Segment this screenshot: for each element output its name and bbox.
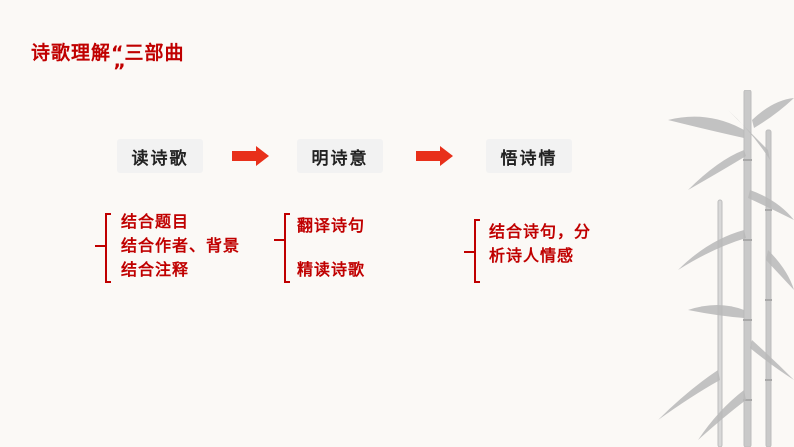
group-understand-meaning: 翻译诗句 精读诗歌 (297, 212, 365, 300)
step-feel-emotion: 悟诗情 (486, 139, 572, 173)
page-title-text: 诗歌理解“三部曲 (31, 42, 185, 64)
page-title-close-quote: ” (113, 60, 127, 82)
bamboo-painting-icon (658, 90, 794, 447)
arrow-right-icon (232, 146, 269, 166)
list-item: 结合诗句，分 (489, 222, 592, 241)
bracket-icon (464, 219, 480, 283)
bracket-icon (274, 213, 290, 283)
list-item: 结合题目 (121, 212, 190, 231)
page-title: 诗歌理解“三部曲 ” (31, 38, 185, 82)
list-item: 翻译诗句 (297, 216, 366, 235)
list-item: 精读诗歌 (297, 260, 366, 279)
list-item: 析诗人情感 (489, 246, 575, 265)
list-item: 结合作者、背景 (121, 236, 241, 255)
arrow-right-icon (416, 146, 453, 166)
step-read-poem: 读诗歌 (117, 139, 203, 173)
bracket-icon (95, 213, 111, 283)
step-understand-meaning: 明诗意 (297, 139, 383, 173)
group-feel-emotion: 结合诗句，分 析诗人情感 (489, 220, 591, 268)
list-item: 结合注释 (121, 260, 190, 279)
group-read-poem: 结合题目 结合作者、背景 结合注释 (121, 210, 240, 282)
